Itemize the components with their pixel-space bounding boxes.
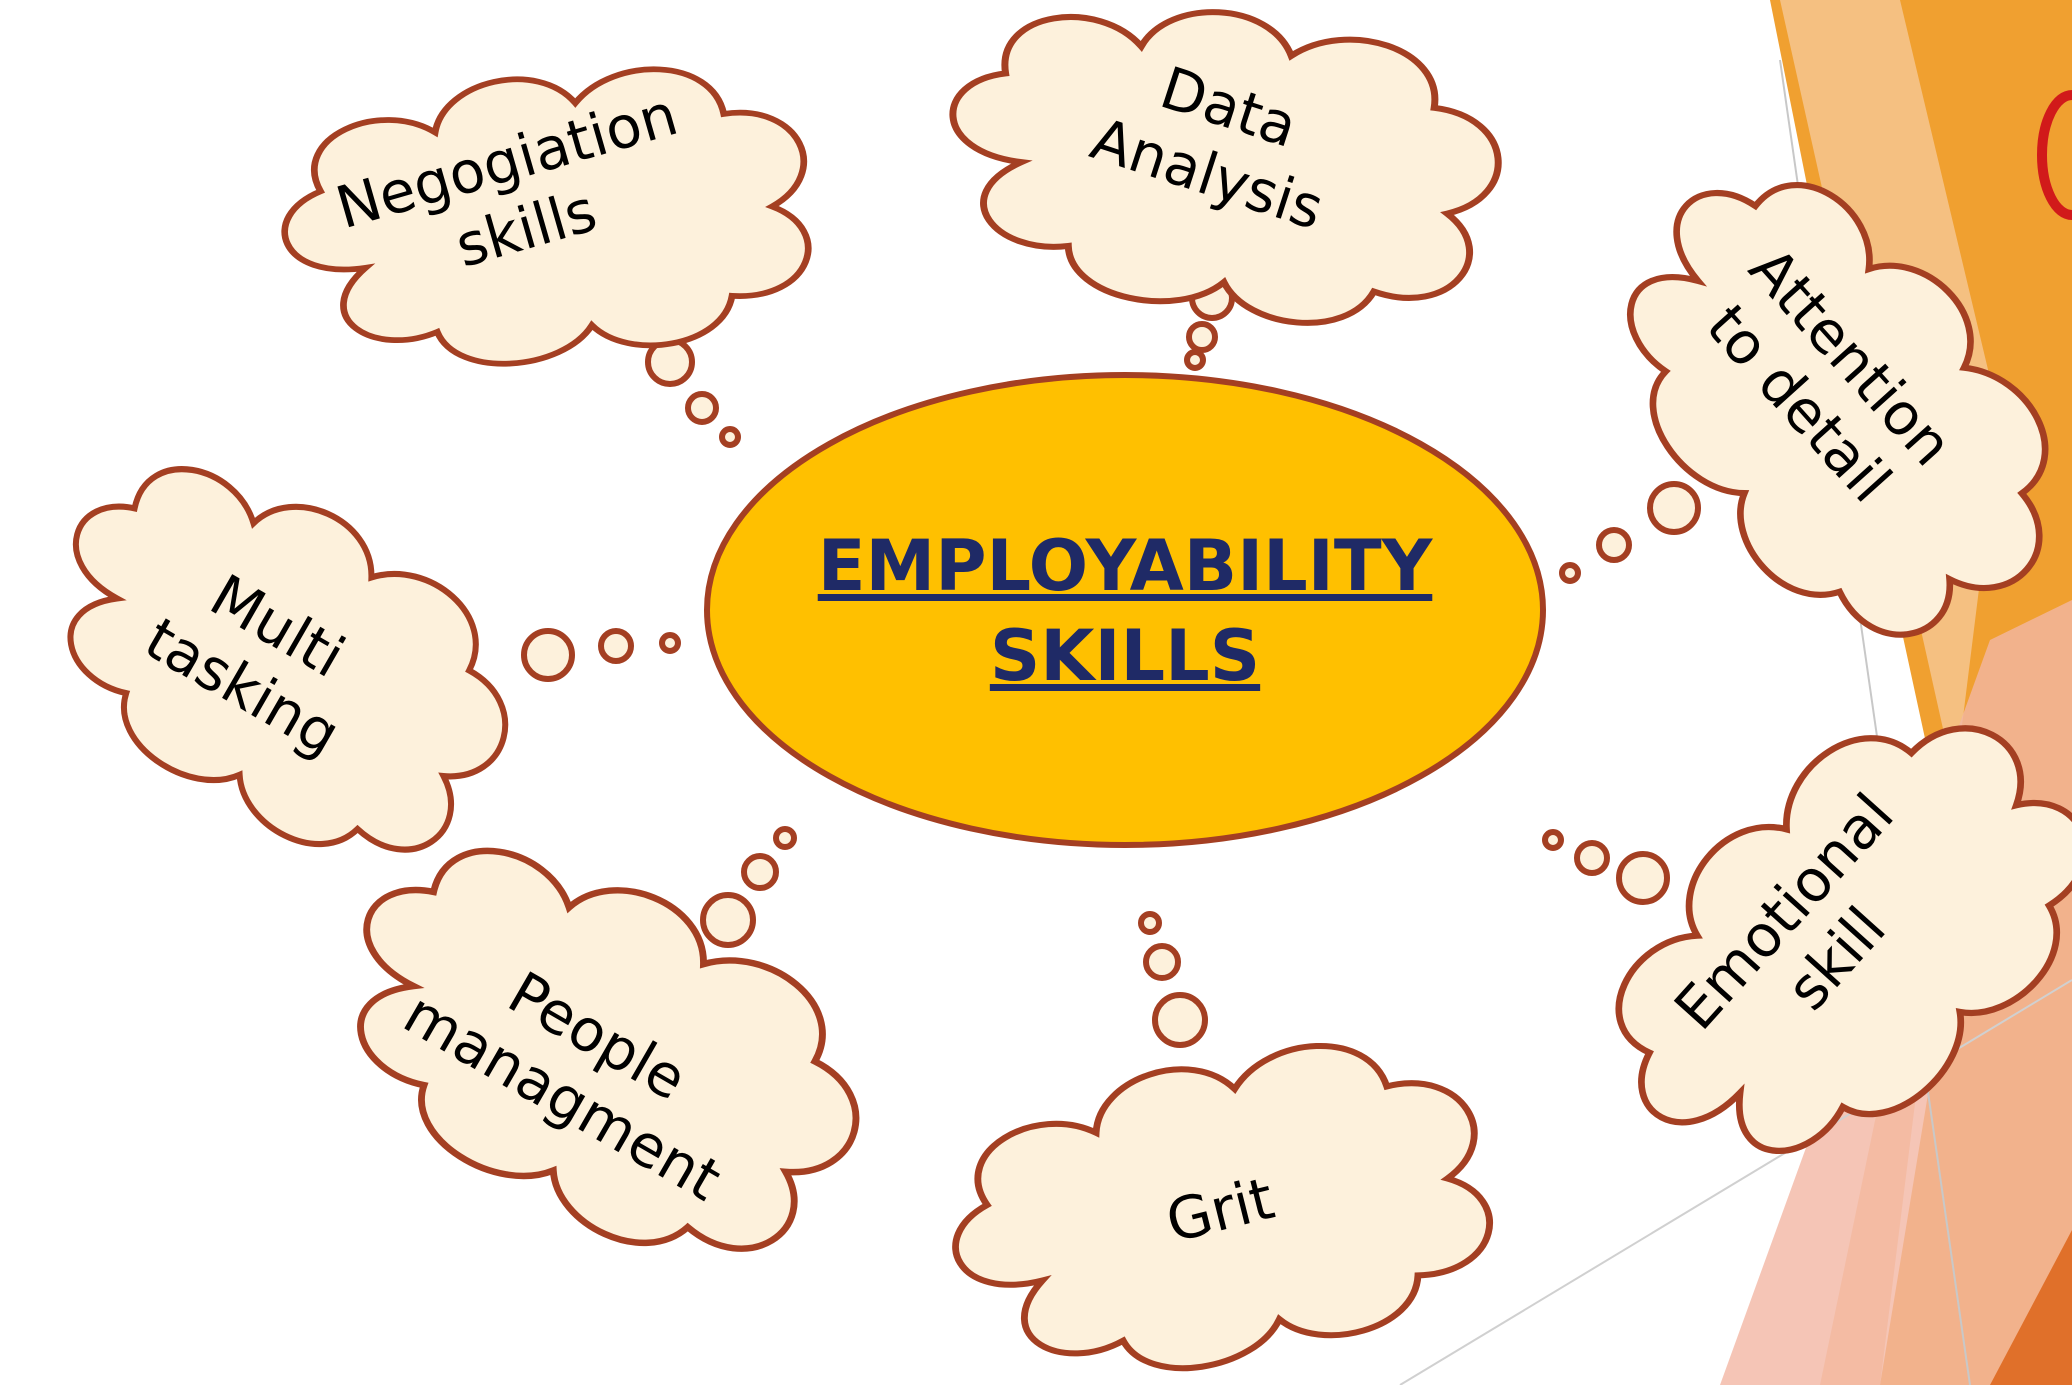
center-title-line2: SKILLS: [990, 615, 1260, 697]
bubble-negotiation-small: [719, 426, 741, 448]
decoration-line: [1399, 979, 2072, 1385]
bubble-attention-small: [1559, 562, 1581, 584]
bubble-attention-large: [1647, 481, 1701, 535]
bubble-data-small: [1184, 349, 1206, 371]
bubble-emotional-small: [1542, 829, 1564, 851]
center-title-line1: EMPLOYABILITY: [818, 525, 1434, 607]
center-node: EMPLOYABILITY SKILLS: [704, 372, 1546, 848]
bubble-people-medium: [741, 853, 779, 891]
bubble-emotional-large: [1616, 851, 1670, 905]
decoration-band-dark: [1990, 1230, 2072, 1385]
bubble-data-medium: [1186, 321, 1218, 353]
bubble-emotional-medium: [1574, 840, 1610, 876]
bubble-grit-small: [1138, 911, 1162, 935]
bubble-grit-medium: [1143, 943, 1181, 981]
bubble-multi-small: [659, 632, 681, 654]
logo-partial: [2037, 90, 2072, 220]
bubble-people-large: [700, 892, 756, 948]
connector-bubbles: [521, 275, 1701, 1048]
bubble-grit-large: [1152, 992, 1208, 1048]
bubble-attention-medium: [1596, 527, 1632, 563]
center-ellipse: [704, 372, 1546, 848]
bubble-negotiation-medium: [685, 391, 719, 425]
bubble-multi-medium: [598, 628, 634, 664]
bubble-multi-large: [521, 628, 575, 682]
bubble-people-small: [773, 826, 797, 850]
